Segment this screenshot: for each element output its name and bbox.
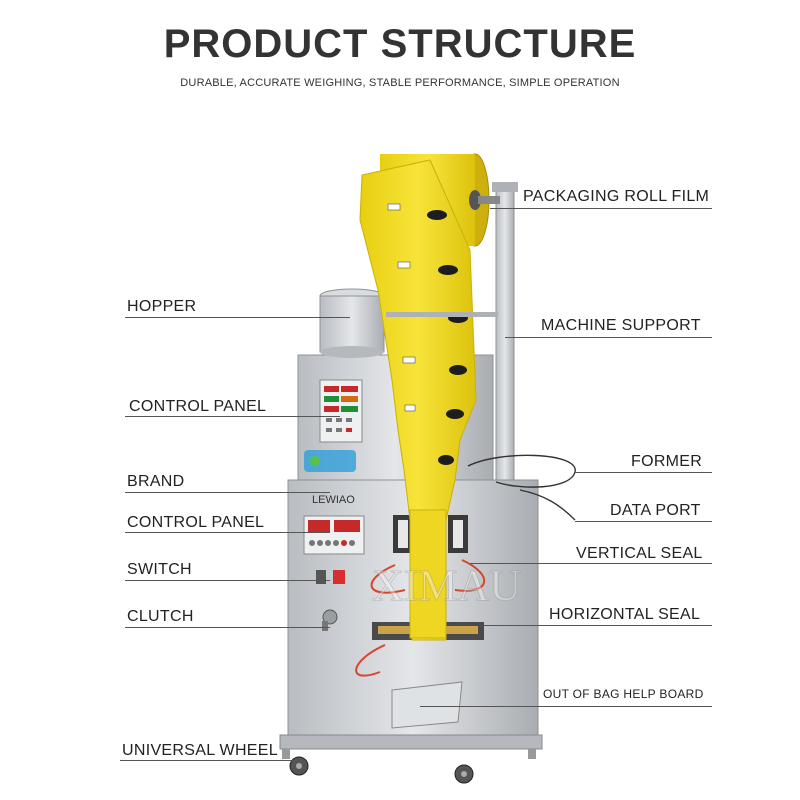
support-cap: [492, 182, 518, 192]
label-vertical-seal: VERTICAL SEAL: [576, 545, 703, 562]
former-curve: [467, 454, 576, 488]
label-machine-support: MACHINE SUPPORT: [541, 317, 701, 334]
leader-out-of-bag-board: [420, 706, 712, 707]
leader-brand: [125, 492, 330, 493]
watermark-text: XIMAU: [372, 561, 521, 610]
hopper-body: [319, 295, 385, 353]
leader-vertical-seal: [470, 563, 712, 564]
label-universal-wheel: UNIVERSAL WHEEL: [122, 742, 278, 759]
leader-horizontal-seal: [480, 625, 712, 626]
machine-base: [279, 734, 543, 750]
label-horizontal-seal: HORIZONTAL SEAL: [549, 606, 701, 623]
film-guide-bar: [386, 312, 498, 317]
leader-switch: [125, 580, 330, 581]
leader-control-panel-mid: [125, 532, 330, 533]
leader-hopper: [125, 317, 350, 318]
label-control-panel-top: CONTROL PANEL: [129, 398, 267, 415]
label-hopper: HOPPER: [127, 298, 197, 315]
page-subtitle: DURABLE, ACCURATE WEIGHING, STABLE PERFO…: [180, 77, 620, 89]
heater-wire-bottom: [355, 644, 386, 677]
film-tube: [409, 509, 447, 639]
data-port-curve: [519, 489, 576, 521]
hopper-bottom: [320, 346, 384, 358]
label-packaging-roll-film: PACKAGING ROLL FILM: [523, 188, 710, 205]
leader-machine-support: [505, 337, 712, 338]
leader-universal-wheel: [120, 760, 300, 761]
machine-brand-text: LEWIAO: [312, 494, 355, 506]
label-control-panel-mid: CONTROL PANEL: [127, 514, 265, 531]
clutch-knob: [322, 609, 338, 625]
label-data-port: DATA PORT: [610, 502, 701, 519]
packaging-film-web: [359, 159, 477, 641]
brand-sticker: [304, 450, 356, 472]
leader-data-port: [575, 521, 712, 522]
label-brand: BRAND: [127, 473, 185, 490]
power-switch: [316, 570, 326, 584]
leader-control-panel-top: [125, 416, 340, 417]
heater-wire-right: [454, 559, 485, 592]
label-out-of-bag-help-board: OUT OF BAG HELP BOARD: [543, 687, 704, 701]
label-clutch: CLUTCH: [127, 608, 194, 625]
leader-former: [575, 472, 712, 473]
label-former: FORMER: [631, 453, 703, 470]
leader-clutch: [125, 627, 330, 628]
label-switch: SWITCH: [127, 561, 192, 578]
out-of-bag-board: [391, 681, 463, 729]
leader-packaging-roll-film: [490, 208, 712, 209]
page-title: PRODUCT STRUCTURE: [163, 22, 637, 66]
heater-wire-left: [370, 564, 406, 594]
